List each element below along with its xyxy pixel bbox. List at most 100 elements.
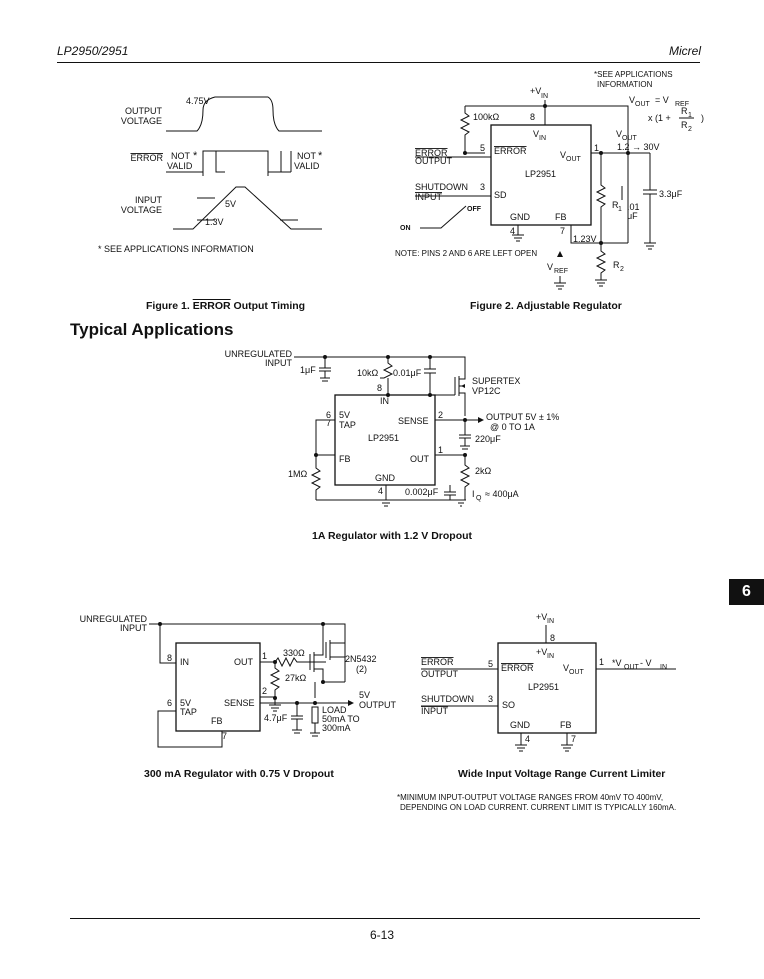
app3-pin8: 8 [550, 633, 555, 643]
fig2-chip-vout: V [560, 150, 566, 160]
app2-27k: 27kΩ [285, 673, 307, 683]
app2-caption: 300 mA Regulator with 0.75 V Dropout [144, 768, 334, 780]
app1-5v: 5V [339, 410, 350, 420]
fig2-fb: FB [555, 212, 567, 222]
app2-tap: TAP [180, 707, 197, 717]
app3-footnote: *MINIMUM INPUT-OUTPUT VOLTAGE RANGES FRO… [397, 793, 664, 802]
fig1-4-75v-label: 4.75V [186, 96, 210, 106]
fig2-eq-rhs: = V [655, 95, 669, 105]
fig2-shutdown-input: INPUT [415, 192, 443, 202]
fig2-01-uf: μF [627, 211, 638, 221]
fig2-r1-label: R [612, 200, 619, 210]
fig2-pin7: 7 [560, 226, 565, 236]
fig2-r2-label: R [613, 260, 620, 270]
app2-2n5432: 2N5432 [345, 654, 377, 664]
app1-2k: 2kΩ [475, 466, 492, 476]
app3-vin-in-sub: IN [547, 653, 554, 660]
header-brand: Micrel [669, 44, 701, 58]
app2-in: IN [180, 657, 189, 667]
app3-so: SO [502, 700, 515, 710]
fig2-close: ) [701, 113, 704, 123]
app3-out-b: - V [640, 658, 652, 668]
app1-fb: FB [339, 454, 351, 464]
app2-load-max: 300mA [322, 723, 351, 733]
fig2-vout-range: 1.2 → 30V [617, 142, 660, 152]
app1-pin7: 7 [326, 418, 331, 428]
fig1-error-label: ERROR [130, 153, 163, 163]
fig2-vref: V [547, 262, 553, 272]
fig2-sd: SD [494, 190, 507, 200]
fig1-valid-left: VALID [167, 161, 193, 171]
app2-pin1: 1 [262, 651, 267, 661]
footer-rule [70, 918, 700, 919]
header-part-number: LP2950/2951 [57, 44, 129, 58]
app3-vout-sub: OUT [569, 669, 585, 676]
app3-pin1: 1 [599, 657, 604, 667]
fig2-vref-sub: REF [554, 268, 568, 275]
fig2-r1-label-sub: 1 [618, 206, 622, 213]
fig2-x1: x (1 + [648, 113, 671, 123]
app1-1uf: 1μF [300, 365, 316, 375]
app1-in: IN [380, 396, 389, 406]
app2-unregulated: UNREGULATED [80, 614, 148, 624]
app3-chip-error: ERROR [501, 663, 534, 673]
app1-unregulated: UNREGULATED [225, 349, 293, 359]
fig1-output-voltage-label: OUTPUT [125, 106, 163, 116]
fig2-3-3uf: 3.3μF [659, 189, 683, 199]
fig2-pin5: 5 [480, 143, 485, 153]
fig2-01: .01 [627, 202, 640, 212]
figure-1-timing-diagram: OUTPUT VOLTAGE 4.75V ERROR NOT * VALID N… [98, 96, 323, 254]
fig2-see-note: *SEE APPLICATIONS [594, 70, 673, 79]
app3-gnd: GND [510, 720, 531, 730]
fig2-off: OFF [467, 206, 482, 213]
fig1-output-voltage-label-2: VOLTAGE [121, 116, 162, 126]
app3-lp2951-chip [497, 642, 597, 734]
fig2-r2-den: R [681, 120, 688, 130]
fig2-error-output: OUTPUT [415, 156, 453, 166]
chapter-tab: 6 [729, 579, 764, 605]
fig1-star-left: * [193, 150, 198, 162]
app3-out-a-sub: OUT [624, 664, 640, 671]
app1-sense: SENSE [398, 416, 429, 426]
app1-output-2: @ 0 TO 1A [490, 422, 535, 432]
fig1-input-voltage-label-2: VOLTAGE [121, 205, 162, 215]
fig2-pin4: 4 [510, 226, 515, 236]
app3-vin-top: +V [536, 612, 547, 622]
fig2-pin8: 8 [530, 112, 535, 122]
fig1-star-right: * [318, 150, 323, 162]
app2-output: OUTPUT [359, 700, 397, 710]
fig2-see-note-2: INFORMATION [597, 80, 653, 89]
app3-shutdown: SHUTDOWN [421, 694, 474, 704]
app3-error: ERROR [421, 657, 454, 667]
fig2-vout-eq: V [629, 95, 635, 105]
fig2-vout-label: V [616, 129, 622, 139]
app3-lp2951: LP2951 [528, 682, 559, 692]
app1-1a-regulator-schematic: UNREGULATED INPUT 1μF 10kΩ 0.01μF 8 SUPE… [225, 349, 559, 507]
app2-load-range: 50mA TO [322, 714, 360, 724]
app2-pin2: 2 [262, 686, 267, 696]
fig2-on: ON [400, 225, 411, 232]
fig1-5v-label: 5V [225, 199, 236, 209]
fig2-eq-rhs-sub: REF [675, 101, 689, 108]
app1-gnd: GND [375, 473, 396, 483]
app1-lp2951-chip [334, 394, 436, 486]
app2-4-7uf: 4.7μF [264, 713, 288, 723]
app3-fb: FB [560, 720, 572, 730]
fig2-vin-label: +V [530, 86, 541, 96]
app2-330: 330Ω [283, 648, 305, 658]
app1-220uf: 220μF [475, 434, 501, 444]
figure-2-adjustable-regulator: *SEE APPLICATIONS INFORMATION +V IN V OU… [395, 70, 704, 290]
fig2-vin-sub: IN [541, 93, 548, 100]
app1-out: OUT [410, 454, 430, 464]
fig2-note: NOTE: PINS 2 AND 6 ARE LEFT OPEN [395, 249, 537, 258]
app1-pin8: 8 [377, 383, 382, 393]
fig1-1-3v-label: 1.3V [205, 217, 224, 227]
app3-vout: V [563, 663, 569, 673]
header-rule [57, 62, 700, 63]
fig2-100k-label: 100kΩ [473, 112, 500, 122]
fig2-vout-eq-sub: OUT [635, 101, 651, 108]
app2-5v-out: 5V [359, 690, 370, 700]
app3-current-limiter-schematic: +V IN 8 +V IN ERROR OUTPUT 5 ERROR V OUT… [421, 612, 676, 752]
fig2-r2-den-sub: 2 [688, 126, 692, 133]
app3-out-b-sub: IN [660, 664, 667, 671]
